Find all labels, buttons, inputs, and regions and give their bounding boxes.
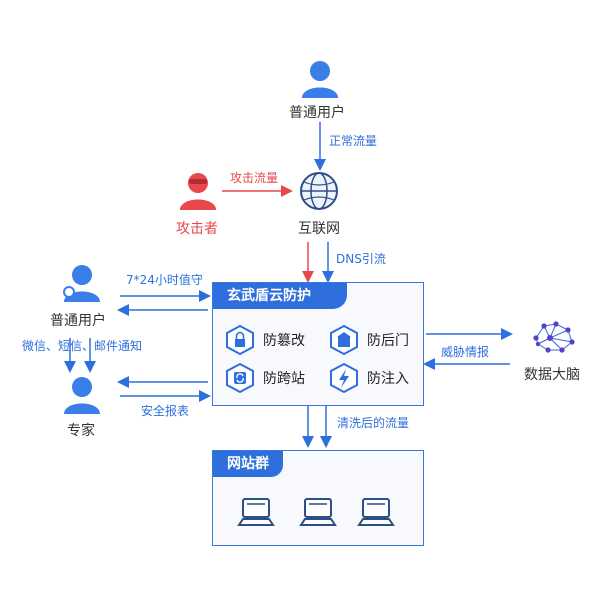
attacker-icon: [176, 170, 220, 210]
normal-user-left-label: 普通用户: [50, 313, 106, 329]
brain-icon: [528, 316, 576, 356]
globe-icon: [298, 170, 340, 212]
laptop-icon: [357, 498, 395, 526]
attacker-label: 攻击者: [176, 221, 218, 237]
refresh-icon: [226, 363, 254, 393]
user-icon-left: [60, 262, 104, 302]
internet-label: 互联网: [298, 221, 340, 237]
cleaned-traffic-label: 清洗后的流量: [337, 416, 410, 430]
attack-traffic-label: 攻击流量: [230, 171, 279, 185]
feature-label-4: 防注入: [367, 371, 409, 387]
shield-panel: 玄武盾云防护 防篡改 防后门 防跨站 防注入: [212, 282, 424, 406]
feature-label-1: 防篡改: [263, 333, 305, 349]
duty-label: 7*24小时值守: [126, 273, 203, 287]
lock-icon: [226, 325, 254, 355]
shield-panel-title: 玄武盾云防护: [213, 283, 347, 309]
site-panel: 网站群: [212, 450, 424, 546]
threat-label: 威胁情报: [441, 345, 490, 359]
report-label: 安全报表: [141, 404, 190, 418]
user-icon-top: [298, 58, 342, 98]
building-icon: [330, 325, 358, 355]
normal-traffic-label: 正常流量: [329, 134, 378, 148]
notify-label: 微信、短信、邮件通知: [22, 339, 143, 353]
normal-user-top-label: 普通用户: [289, 105, 345, 121]
site-panel-title: 网站群: [213, 451, 283, 477]
laptop-icon: [299, 498, 337, 526]
brain-label: 数据大脑: [524, 367, 580, 383]
expert-label: 专家: [67, 423, 95, 439]
expert-icon: [60, 374, 104, 414]
feature-label-3: 防跨站: [263, 371, 305, 387]
feature-label-2: 防后门: [367, 333, 409, 349]
dns-label: DNS引流: [336, 252, 386, 266]
laptop-icon: [237, 498, 275, 526]
lightning-icon: [330, 363, 358, 393]
